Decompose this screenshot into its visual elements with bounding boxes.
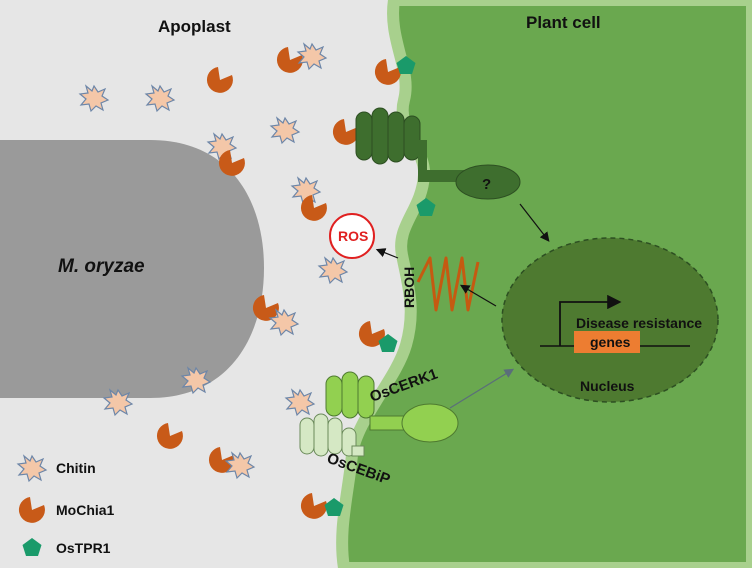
mochia1-protein: [276, 47, 303, 73]
legend-label: Chitin: [56, 460, 96, 476]
ostpr1-icon: [22, 538, 42, 556]
mochia1-icon: [18, 497, 45, 523]
mochia1-protein: [218, 150, 245, 176]
oscerk1-receptor: [325, 371, 459, 443]
signal-arrow: [519, 203, 550, 242]
chitin-particle: [285, 389, 315, 416]
genes-box: [574, 331, 640, 353]
ros-label: ROS: [338, 228, 368, 244]
chitin-particle: [318, 257, 348, 284]
mochia1-protein: [156, 423, 183, 449]
legend-label: OsTPR1: [56, 540, 111, 556]
ros-circle: [329, 213, 375, 259]
ros-arrow: [375, 248, 399, 259]
chitin-particle: [145, 85, 175, 112]
chitin-particle: [270, 117, 300, 144]
legend: Chitin MoChia1 OsTPR1: [17, 455, 115, 556]
disease-resistance-label: Disease resistance: [576, 315, 702, 331]
nucleus-label: Nucleus: [580, 378, 635, 394]
rboh-label: RBOH: [401, 267, 417, 308]
nucleus: [501, 237, 719, 403]
mochia1-protein: [332, 119, 359, 145]
mochia1-protein: [206, 67, 233, 93]
chitin-particle: [79, 85, 109, 112]
plant-cell-label: Plant cell: [526, 13, 601, 32]
pathogen-label: M. oryzae: [58, 256, 145, 277]
legend-label: MoChia1: [56, 502, 115, 518]
chitin-icon: [17, 455, 47, 482]
pathogen-hypha: [0, 140, 264, 398]
unknown-receptor: [355, 107, 521, 200]
transcription-arrow: [559, 294, 622, 346]
rboh-channel: [416, 256, 480, 312]
unknown-receptor-label: ?: [482, 176, 491, 193]
apoplast-label: Apoplast: [158, 17, 231, 36]
rboh-activation-arrow: [459, 284, 497, 307]
oscebip-receptor: [299, 413, 365, 457]
mochia1-protein: [300, 493, 327, 519]
genes-label: genes: [590, 334, 631, 350]
oscerk1-signal-arrow: [449, 368, 515, 409]
